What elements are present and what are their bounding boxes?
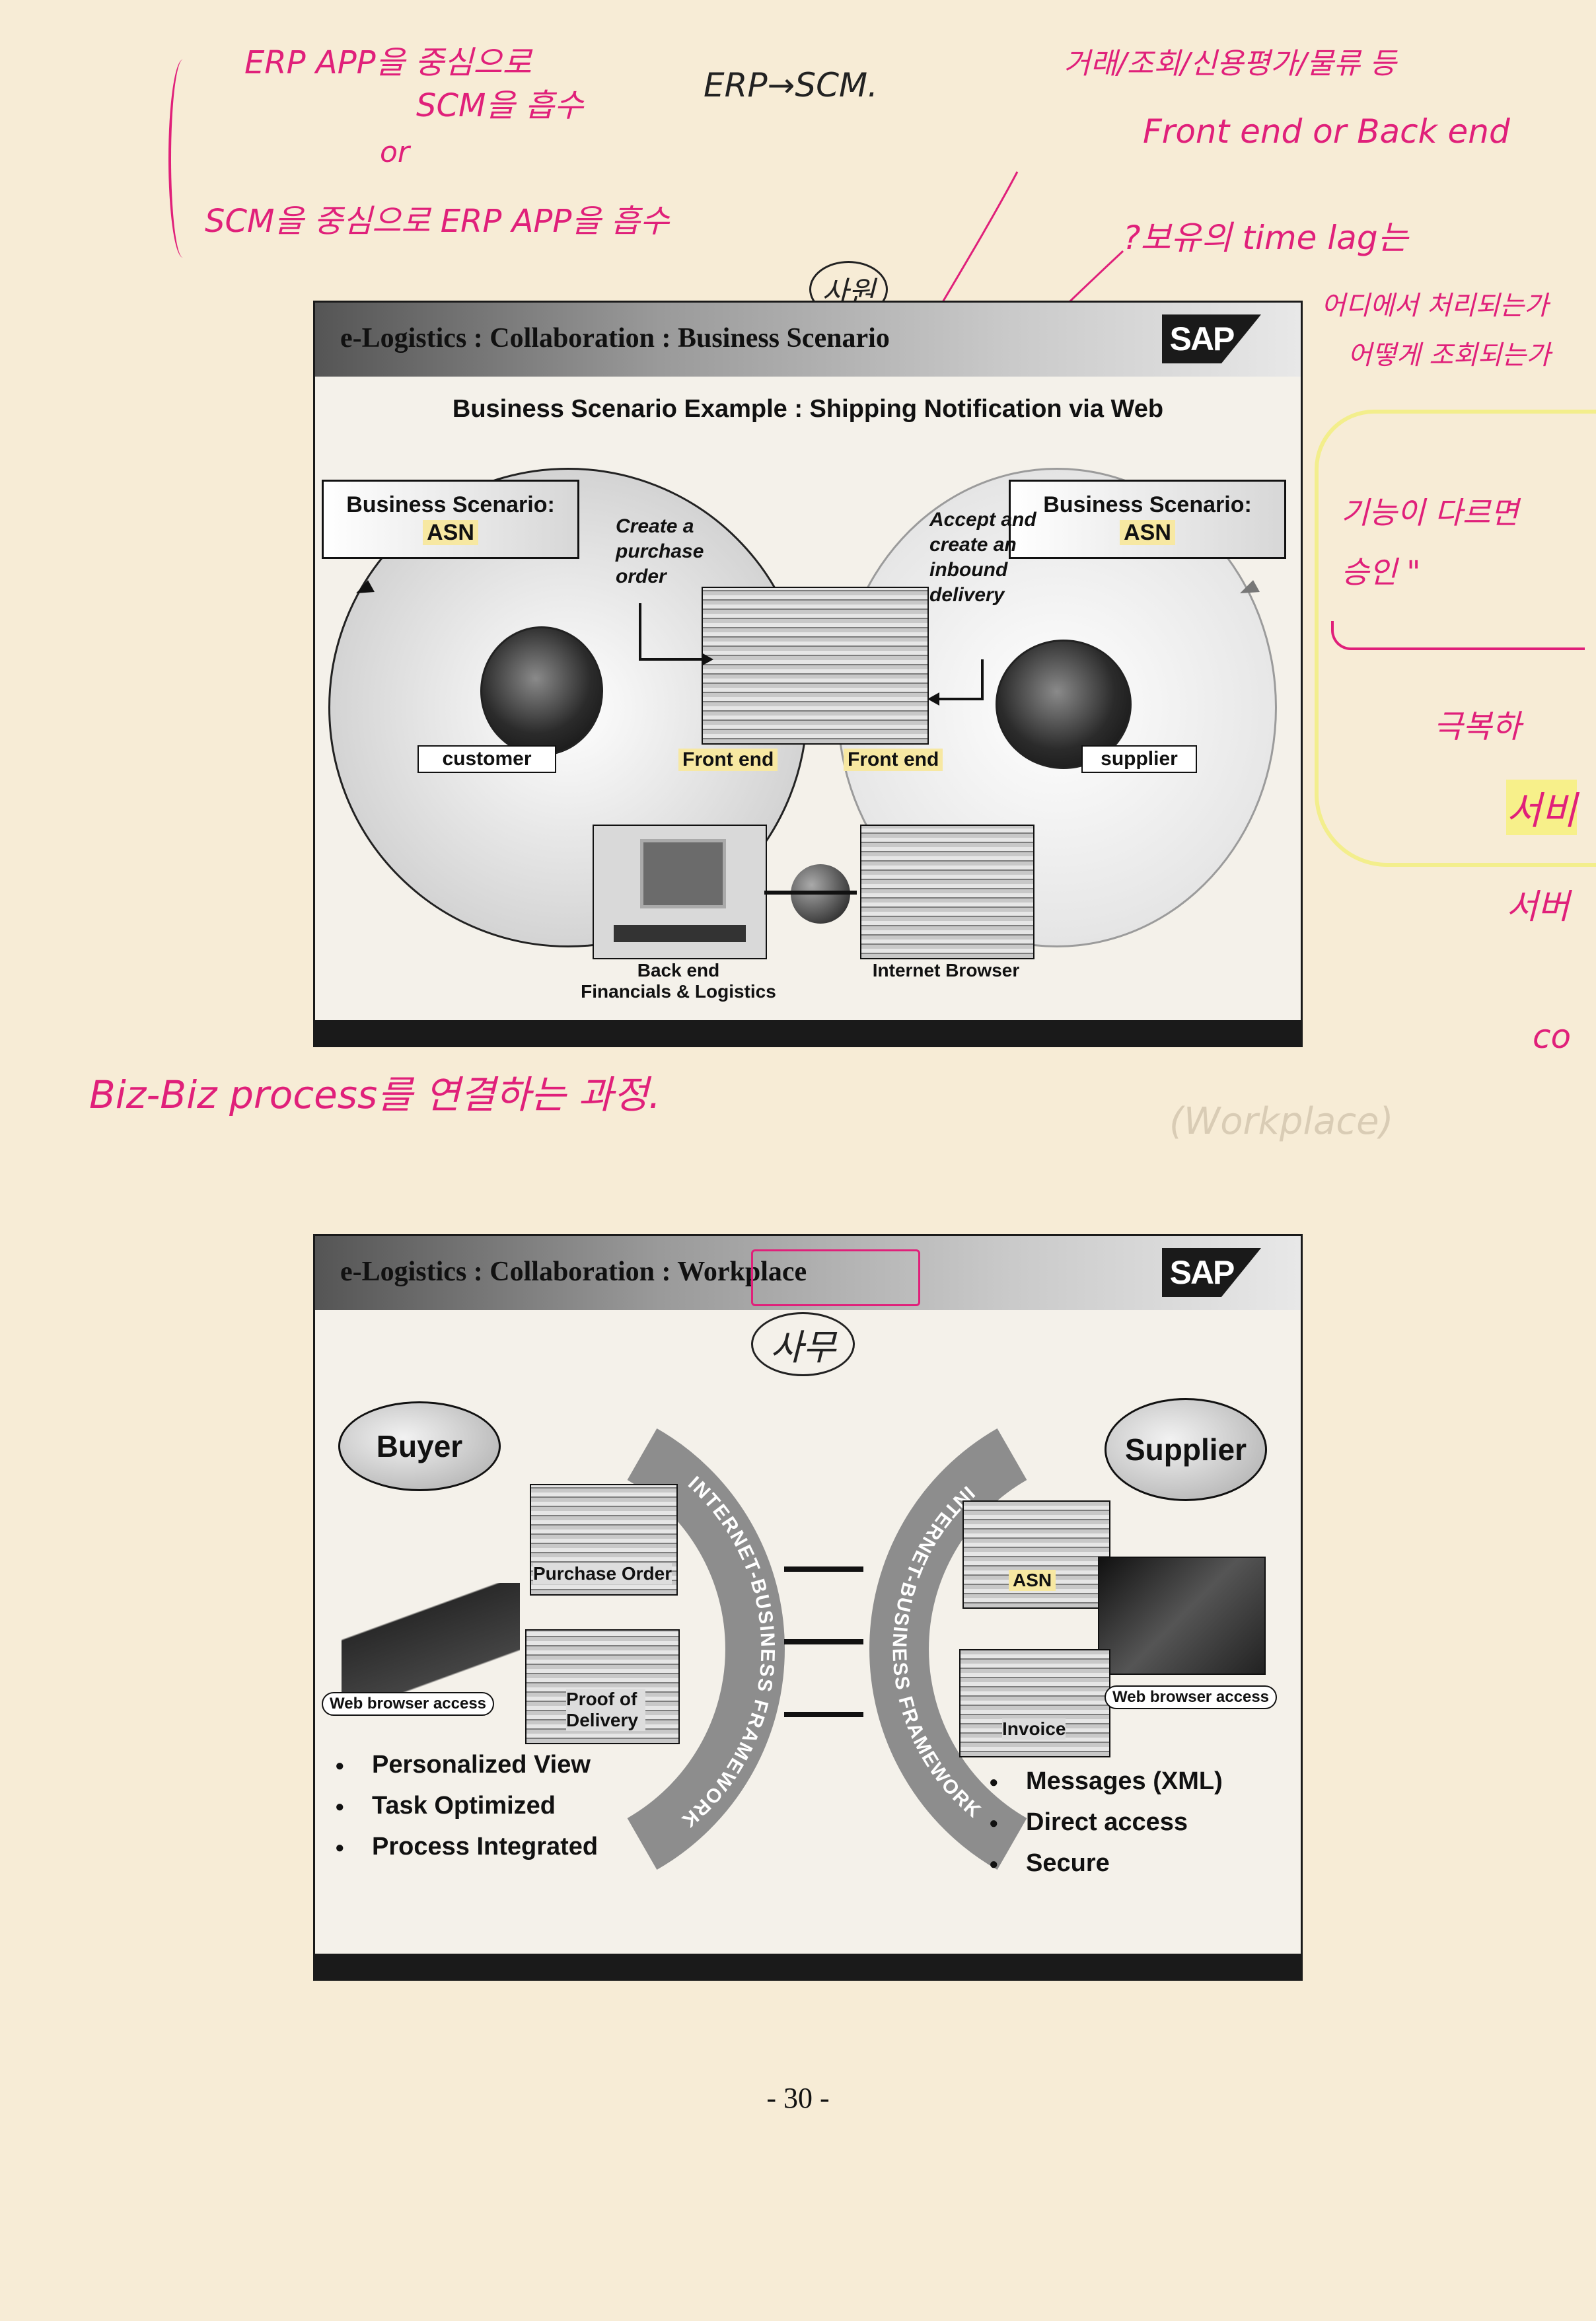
back-end-computer <box>593 825 767 959</box>
purchase-order-label: Purchase Order <box>533 1563 672 1584</box>
slide-footer <box>315 1954 1301 1979</box>
web-access-left-label: Web browser access <box>322 1692 494 1716</box>
annotation-faint: (Workplace) <box>1169 1100 1393 1143</box>
back-end-line2: Financials & Logistics <box>566 981 791 1002</box>
web-access-right-label: Web browser access <box>1105 1685 1277 1709</box>
bullet-item: Direct access <box>989 1802 1223 1843</box>
proof-of-delivery-label: Proof of Delivery <box>566 1689 645 1731</box>
annotation-right-low-4: co <box>1533 1017 1571 1056</box>
supplier-office-photo <box>1098 1557 1266 1675</box>
bullet-item: Task Optimized <box>335 1786 598 1827</box>
page-number: - 30 - <box>0 2081 1596 2115</box>
asn-screen <box>962 1500 1110 1609</box>
annotation-biz-process: Biz-Biz process를 연결하는 과정. <box>89 1064 661 1119</box>
keyboard-icon <box>614 925 746 942</box>
right-bullet-list: Messages (XML) Direct access Secure <box>989 1761 1223 1884</box>
annotation-right-low-3: 서버 <box>1506 879 1570 928</box>
back-end-line1: Back end <box>566 960 791 981</box>
bullet-item: Personalized View <box>335 1745 598 1786</box>
slide-footer <box>315 1020 1301 1045</box>
internet-browser-label: Internet Browser <box>844 960 1048 981</box>
monitor-icon <box>640 839 726 908</box>
buyer-person-photo <box>342 1583 520 1705</box>
asn-label: ASN <box>1009 1570 1056 1591</box>
slide-workplace: e-Logistics : Collaboration : Workplace … <box>313 1234 1303 1981</box>
bullet-item: Process Integrated <box>335 1827 598 1868</box>
connector-line <box>764 891 857 895</box>
invoice-screen <box>959 1649 1110 1757</box>
bullet-item: Messages (XML) <box>989 1761 1223 1802</box>
internet-browser-screen <box>860 825 1034 959</box>
invoice-label: Invoice <box>1002 1718 1066 1740</box>
back-end-label: Back end Financials & Logistics <box>566 960 791 1002</box>
bullet-item: Secure <box>989 1843 1223 1884</box>
left-bullet-list: Personalized View Task Optimized Process… <box>335 1745 598 1868</box>
flow-arrows <box>315 303 1303 1047</box>
slide-business-scenario: e-Logistics : Collaboration : Business S… <box>313 301 1303 1047</box>
